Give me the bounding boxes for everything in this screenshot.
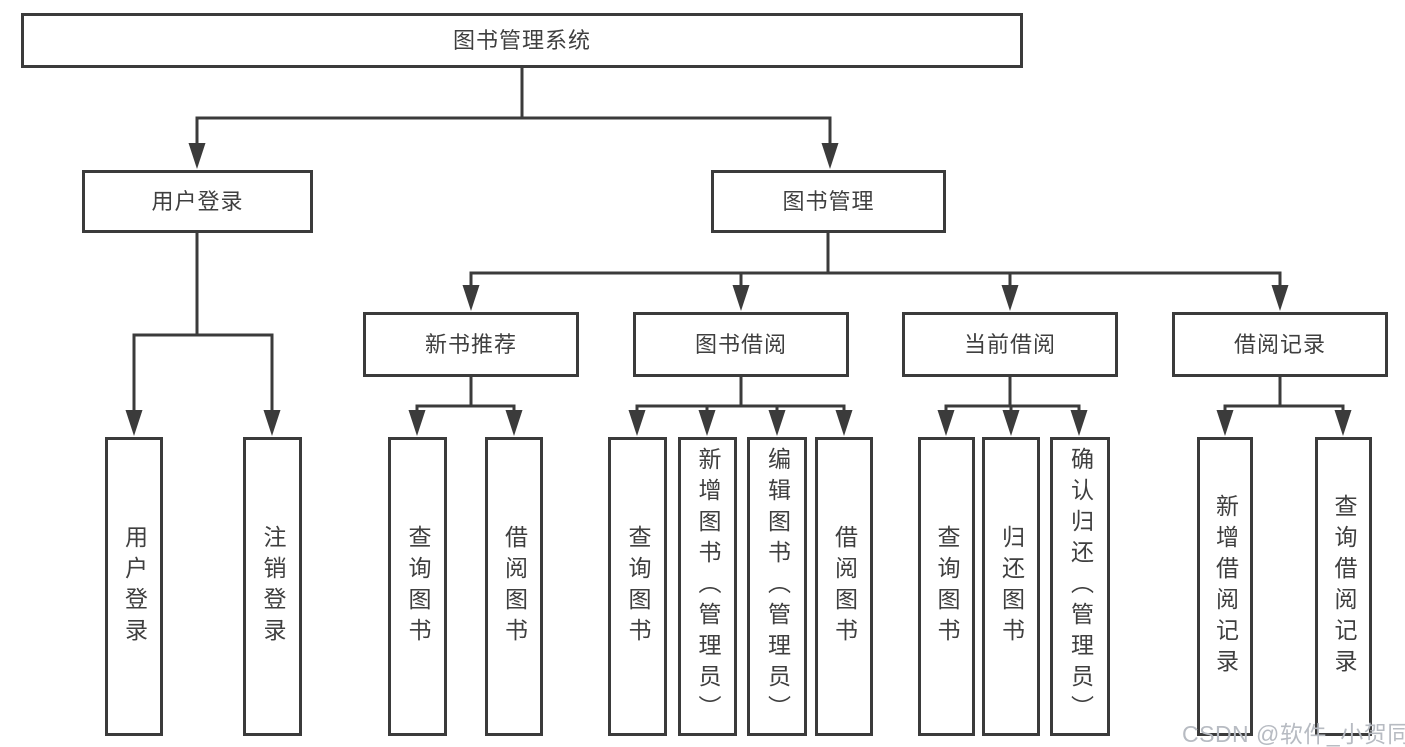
node-new-book-recommend-label: 新书推荐	[424, 331, 517, 357]
leaf-borrow-books-recommend-label: 借阅图书	[501, 524, 528, 649]
leaf-add-book-admin-label: 新增图书（管理员）	[695, 447, 721, 726]
node-root-label: 图书管理系统	[452, 27, 591, 53]
leaf-return-book: 归还图书	[982, 437, 1040, 736]
leaf-logout-label: 注销登录	[260, 524, 286, 649]
node-current-borrow-label: 当前借阅	[963, 331, 1056, 357]
leaf-query-books-current: 查询图书	[918, 437, 975, 736]
leaf-query-borrow-record: 查询借阅记录	[1315, 437, 1372, 736]
leaf-user-login-label: 用户登录	[121, 524, 148, 649]
leaf-query-books-borrow-label: 查询图书	[625, 524, 651, 649]
leaf-add-borrow-record: 新增借阅记录	[1197, 437, 1253, 736]
leaf-confirm-return-admin: 确认归还（管理员）	[1050, 437, 1110, 736]
leaf-add-borrow-record-label: 新增借阅记录	[1212, 493, 1239, 680]
node-current-borrow: 当前借阅	[902, 312, 1118, 377]
leaf-add-book-admin: 新增图书（管理员）	[678, 437, 737, 736]
leaf-confirm-return-admin-label: 确认归还（管理员）	[1067, 447, 1094, 726]
leaf-borrow-books-2: 借阅图书	[815, 437, 873, 736]
node-new-book-recommend: 新书推荐	[363, 312, 579, 377]
leaf-edit-book-admin-label: 编辑图书（管理员）	[764, 447, 791, 726]
leaf-user-login: 用户登录	[105, 437, 163, 736]
node-book-management: 图书管理	[711, 170, 946, 233]
leaf-borrow-books-2-label: 借阅图书	[831, 524, 858, 649]
leaf-query-books-recommend: 查询图书	[388, 437, 447, 736]
leaf-query-books-borrow: 查询图书	[608, 437, 667, 736]
node-book-borrow-label: 图书借阅	[694, 331, 787, 357]
leaf-logout: 注销登录	[243, 437, 302, 736]
node-borrow-records: 借阅记录	[1172, 312, 1388, 377]
node-user-login: 用户登录	[82, 170, 313, 233]
leaf-return-book-label: 归还图书	[998, 524, 1025, 649]
node-book-borrow: 图书借阅	[633, 312, 849, 377]
leaf-query-books-recommend-label: 查询图书	[405, 524, 431, 649]
node-borrow-records-label: 借阅记录	[1233, 331, 1326, 357]
leaf-query-books-current-label: 查询图书	[934, 524, 960, 649]
leaf-edit-book-admin: 编辑图书（管理员）	[747, 437, 807, 736]
leaf-borrow-books-recommend: 借阅图书	[485, 437, 543, 736]
node-user-login-label: 用户登录	[151, 188, 244, 214]
node-book-management-label: 图书管理	[782, 188, 875, 214]
csdn-watermark: CSDN @软件_小贺同学	[1182, 721, 1405, 747]
node-root: 图书管理系统	[21, 13, 1023, 68]
leaf-query-borrow-record-label: 查询借阅记录	[1331, 493, 1357, 680]
